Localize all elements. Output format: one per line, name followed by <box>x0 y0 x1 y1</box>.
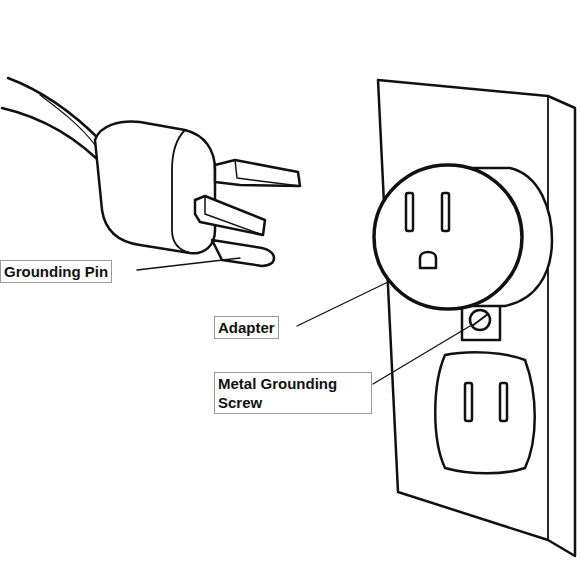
part-label: Metal Grounding Screw <box>214 372 372 414</box>
wall-plate <box>378 80 575 556</box>
part-label: Grounding Pin <box>0 260 112 283</box>
leader-line <box>297 282 388 326</box>
part-label: Adapter <box>214 316 279 339</box>
plug-body <box>95 122 215 254</box>
cord <box>2 78 108 170</box>
outlet-slot <box>500 383 507 421</box>
leader-line <box>373 326 470 384</box>
outlet-slot <box>465 383 472 421</box>
grounding-pin <box>212 240 274 266</box>
leader-line <box>137 258 240 270</box>
wall-outlet <box>435 352 535 473</box>
outlet-slot <box>442 193 449 231</box>
plug-prong <box>215 160 300 186</box>
ground-hole <box>420 252 436 268</box>
grounding-screw <box>470 310 490 330</box>
outlet-slot <box>406 193 413 231</box>
plug-prong <box>195 196 265 235</box>
adapter-face <box>374 165 522 309</box>
